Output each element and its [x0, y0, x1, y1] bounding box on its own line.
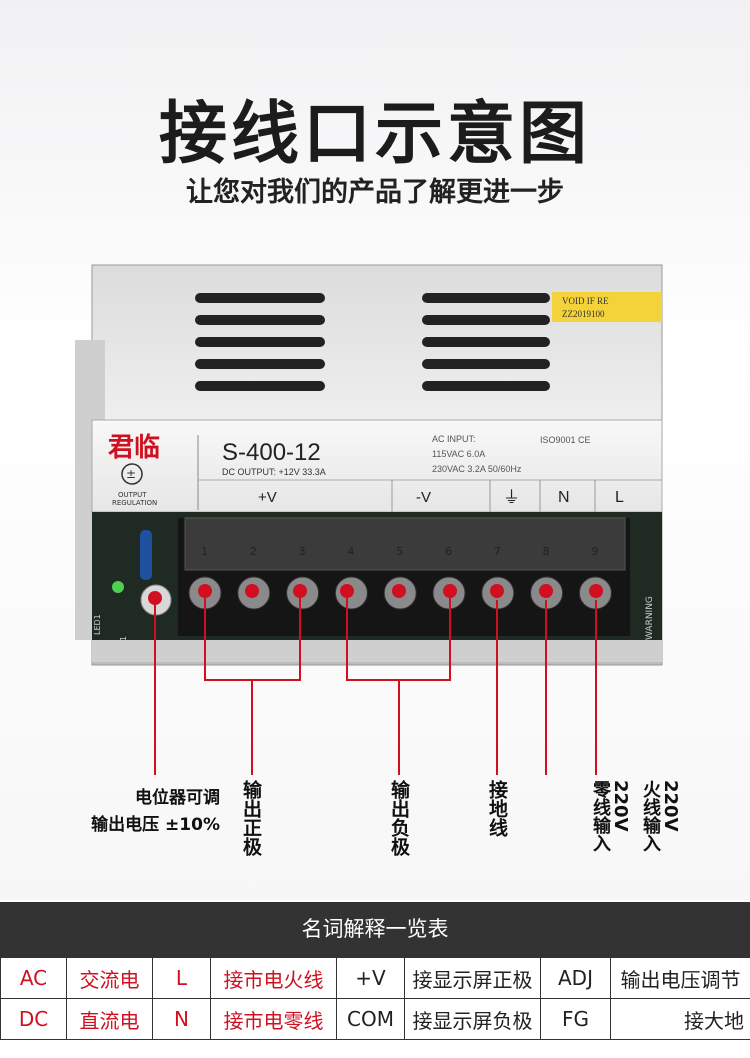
legend-title: 名词解释一览表 — [0, 902, 750, 957]
terminal-label-live: L — [615, 489, 624, 506]
terminal-label-neutral: N — [558, 489, 570, 506]
potentiometer-callout-line2: 输出电压 ±10% — [91, 815, 220, 835]
vent-slots-left — [195, 293, 325, 391]
terminal-label-dividers — [391, 480, 596, 512]
ac-line-2: 230VAC 3.2A 50/60Hz — [432, 464, 522, 474]
terminal-number: 9 — [591, 545, 598, 558]
label-strip — [91, 419, 663, 513]
terminal-label-negative: -V — [416, 489, 431, 506]
potentiometer-callout-line1: 电位器可调 — [135, 788, 220, 808]
output-regulation-icon — [121, 463, 143, 485]
terminal-number: 8 — [543, 545, 550, 558]
page-title: 接线口示意图 — [158, 95, 591, 174]
positive-output-callout: 输出正极 — [240, 780, 262, 856]
brand-logo: 君临 — [108, 432, 160, 463]
connection-lines — [148, 584, 603, 775]
led-indicator — [112, 581, 124, 593]
legend-row: DC 直流电 N 接市电零线 COM 接显示屏负极 FG 接大地 — [0, 998, 750, 1040]
legend-meaning: 交流电 — [66, 957, 153, 999]
sticker-text-1: VOID IF RE — [562, 296, 609, 306]
live-text: 火线输入 — [640, 780, 661, 852]
led-label: LED1 — [93, 614, 102, 635]
legend-code: +V — [336, 957, 405, 999]
terminal-number: 2 — [250, 545, 257, 558]
terminal-number: 7 — [494, 545, 501, 558]
power-supply-image: VOID IF RE ZZ2019100 君临 ± OUTPUT REGULAT… — [75, 264, 663, 666]
neutral-voltage: 220V — [610, 780, 631, 832]
legend-meaning: 接市电零线 — [210, 998, 337, 1040]
neutral-input-callout: 220V 零线输入 — [530, 780, 631, 852]
legend-code: AC — [0, 957, 67, 999]
legend-table: AC 交流电 L 接市电火线 +V 接显示屏正极 ADJ 输出电压调节 DC 直… — [0, 957, 750, 1040]
potentiometer-callout: 电位器可调 输出电压 ±10% — [70, 785, 220, 839]
ac-input-title: AC INPUT: — [432, 434, 476, 444]
terminal-number: 3 — [299, 545, 306, 558]
terminal-cover — [184, 517, 626, 571]
regulation-label-2: REGULATION — [112, 499, 157, 507]
legend-meaning: 接显示屏负极 — [404, 998, 541, 1040]
terminal-number: 1 — [201, 545, 208, 558]
legend-code: COM — [336, 998, 405, 1040]
legend-row: AC 交流电 L 接市电火线 +V 接显示屏正极 ADJ 输出电压调节 — [0, 957, 750, 999]
svg-text:±: ± — [126, 467, 136, 481]
negative-output-callout: 输出负极 — [388, 780, 410, 856]
model-number: S-400-12 — [222, 439, 321, 466]
legend-meaning: 直流电 — [66, 998, 153, 1040]
legend-code: FG — [540, 998, 611, 1040]
ground-symbol-icon: ⏚ — [503, 488, 520, 508]
warning-label: WARNING — [645, 596, 655, 640]
vr-label: VR1 — [119, 636, 128, 652]
ac-line-1: 115VAC 6.0A — [432, 449, 485, 459]
neutral-text: 零线输入 — [590, 780, 611, 852]
terminal-label-positive: +V — [258, 489, 277, 506]
terminal-number: 5 — [396, 545, 403, 558]
legend-meaning: 输出电压调节 — [610, 957, 750, 999]
live-voltage: 220V — [660, 780, 681, 832]
legend-meaning: 接市电火线 — [210, 957, 337, 999]
legend-code: DC — [0, 998, 67, 1040]
legend-meaning: 接显示屏正极 — [404, 957, 541, 999]
terminal-number: 6 — [445, 545, 452, 558]
legend-code: N — [152, 998, 211, 1040]
sticker-text-2: ZZ2019100 — [562, 309, 605, 319]
page-subtitle: 让您对我们的产品了解更进一步 — [186, 177, 564, 208]
capacitor — [140, 530, 152, 580]
terminal-number: 4 — [347, 545, 354, 558]
live-input-callout: 220V 火线输入 — [580, 780, 681, 852]
regulation-label-1: OUTPUT — [118, 491, 147, 499]
dc-output-spec: DC OUTPUT: +12V 33.3A — [222, 467, 326, 477]
legend-meaning: 接大地 — [610, 998, 750, 1040]
ground-callout: 接地线 — [486, 780, 508, 837]
legend-code: L — [152, 957, 211, 999]
void-sticker — [552, 292, 662, 322]
legend-code: ADJ — [540, 957, 611, 999]
vent-slots-right — [422, 293, 550, 391]
certification: ISO9001 CE — [540, 435, 591, 445]
